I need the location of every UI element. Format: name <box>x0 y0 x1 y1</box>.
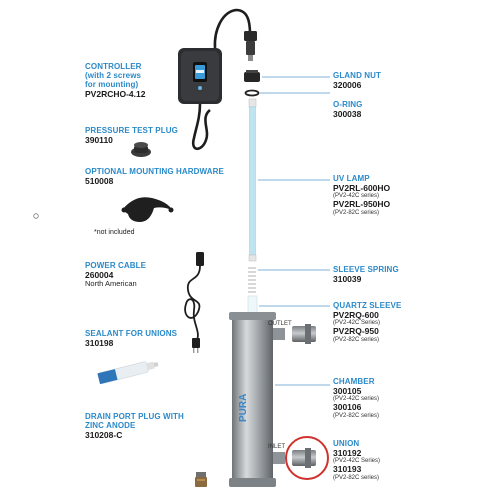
inlet-union-illustration <box>292 448 316 468</box>
mounting-hardware-part-number: 510008 <box>85 175 114 186</box>
quartz-sleeve-title: QUARTZ SLEEVE <box>333 301 402 310</box>
quartz-sleeve-label: QUARTZ SLEEVE PV2RQ-600 (PV2-42C Series)… <box>333 301 402 343</box>
power-cable-title: POWER CABLE <box>85 261 147 270</box>
controller-title-line-2: (with 2 screws <box>85 70 142 80</box>
quartz-sleeve-series-2: (PV2-82C series) <box>333 336 380 343</box>
uv-lamp-series-2: (PV2-82C series) <box>333 209 380 216</box>
lamp-connector-plug <box>244 31 257 61</box>
gland-nut-illustration <box>244 70 260 82</box>
power-cable-description: North American <box>85 279 137 289</box>
gland-nut-title: GLAND NUT <box>333 71 382 80</box>
pressure-plug-label: PRESSURE TEST PLUG 390110 <box>85 126 178 145</box>
chamber-series-1: (PV2-42C series) <box>333 396 380 403</box>
pressure-test-plug-illustration <box>131 142 151 157</box>
gland-nut-part-number: 320006 <box>333 79 362 90</box>
controller-title-line-1: CONTROLLER <box>85 62 142 71</box>
o-ring-illustration <box>244 89 260 97</box>
drain-plug-part-number: 310208-C <box>85 429 123 440</box>
sealant-tube-illustration <box>97 361 159 385</box>
o-ring-title: O-RING <box>333 100 363 109</box>
uv-lamp-series-1: (PV2-42C series) <box>333 193 380 200</box>
outlet-union-illustration <box>292 324 316 344</box>
union-series-2: (PV2-82C series) <box>333 474 380 481</box>
quartz-sleeve-part-number-2: PV2RQ-950 <box>333 326 379 337</box>
uv-lamp-illustration <box>248 98 257 262</box>
o-ring-label: O-RING 300038 <box>333 100 363 119</box>
union-series-1: (PV2-42C Series) <box>333 458 381 465</box>
sleeve-spring-title: SLEEVE SPRING <box>333 265 399 274</box>
outlet-label: OUTLET <box>268 321 292 327</box>
chamber-series-2: (PV2-82C series) <box>333 412 380 419</box>
chamber-part-number-1: 300105 <box>333 385 362 396</box>
controller-label: CONTROLLER (with 2 screws for mounting) … <box>85 62 146 99</box>
controller-part-number: PV2RCHO-4.12 <box>85 88 146 99</box>
quartz-sleeve-series-1: (PV2-42C Series) <box>333 320 381 327</box>
drain-plug-illustration <box>195 472 207 487</box>
controller-illustration <box>178 48 222 104</box>
mounting-hardware-label: OPTIONAL MOUNTING HARDWARE 510008 <box>85 167 224 186</box>
quartz-sleeve-part-number-1: PV2RQ-600 <box>333 309 379 320</box>
gland-nut-label: GLAND NUT 320006 <box>333 71 382 90</box>
sleeve-spring-illustration <box>248 267 256 293</box>
chamber-brand-text: PURA <box>238 394 249 422</box>
union-label: UNION 310192 (PV2-42C Series) 310193 (PV… <box>333 439 381 481</box>
uv-lamp-label: UV LAMP PV2RL-600HO (PV2-42C series) PV2… <box>333 174 391 216</box>
pressure-plug-title: PRESSURE TEST PLUG <box>85 126 178 135</box>
controller-power-cord <box>191 103 211 151</box>
uv-lamp-title: UV LAMP <box>333 174 370 183</box>
union-title: UNION <box>333 439 360 448</box>
chamber-label: CHAMBER 300105 (PV2-42C series) 300106 (… <box>333 377 380 419</box>
chamber-illustration <box>229 312 285 487</box>
mounting-hardware-note: *not included <box>94 229 135 236</box>
mounting-hardware-illustration <box>121 197 174 222</box>
o-ring-part-number: 300038 <box>333 108 362 119</box>
drain-plug-label: DRAIN PORT PLUG WITH ZINC ANODE 310208-C <box>85 412 184 440</box>
power-cable-illustration <box>184 252 204 353</box>
controller-title-line-3: for mounting) <box>85 79 139 89</box>
pressure-plug-part-number: 390110 <box>85 134 113 145</box>
controller-lamp-cord <box>213 8 252 49</box>
leader-lines <box>258 76 330 386</box>
sealant-part-number: 310198 <box>85 337 114 348</box>
drain-plug-title-line-2: ZINC ANODE <box>85 420 136 430</box>
inlet-label: INLET <box>268 444 285 450</box>
chamber-part-number-2: 300106 <box>333 402 362 413</box>
chamber-title: CHAMBER <box>333 377 375 386</box>
sealant-label: SEALANT FOR UNIONS 310198 <box>85 329 178 348</box>
sleeve-spring-part-number: 310039 <box>333 273 362 284</box>
margin-hole-marker <box>33 213 39 219</box>
uv-lamp-part-number-1: PV2RL-600HO <box>333 182 391 193</box>
drain-plug-title-line-1: DRAIN PORT PLUG WITH <box>85 412 184 421</box>
union-highlight-circle <box>285 436 329 480</box>
mounting-hardware-title: OPTIONAL MOUNTING HARDWARE <box>85 167 224 176</box>
sleeve-spring-label: SLEEVE SPRING 310039 <box>333 265 399 284</box>
power-cable-part-number: 260004 <box>85 269 114 280</box>
sealant-title: SEALANT FOR UNIONS <box>85 329 178 338</box>
uv-lamp-part-number-2: PV2RL-950HO <box>333 199 391 210</box>
union-part-number-2: 310193 <box>333 464 362 475</box>
union-part-number-1: 310192 <box>333 447 362 458</box>
power-cable-label: POWER CABLE 260004 North American <box>85 261 147 289</box>
